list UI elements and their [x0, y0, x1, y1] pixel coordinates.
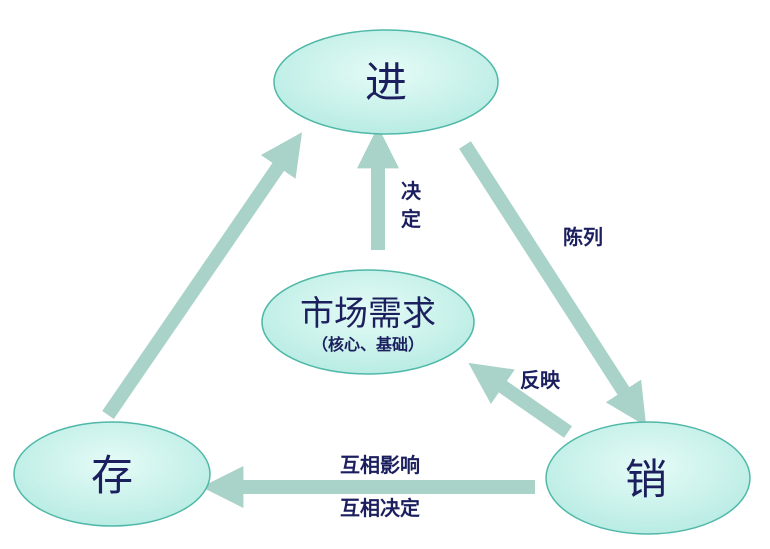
node-sell	[545, 421, 751, 535]
node-in	[273, 29, 499, 135]
node-stock	[13, 421, 211, 527]
label-decide-2: 定	[401, 207, 421, 231]
node-demand-label: 市场需求	[300, 294, 436, 334]
label-decide-1: 决	[401, 179, 422, 203]
node-stock-label: 存	[91, 451, 133, 500]
arrow-stock-to-in	[102, 132, 303, 419]
label-display: 陈列	[563, 225, 603, 249]
node-demand-sublabel: （核心、基础）	[312, 335, 424, 354]
node-demand	[261, 269, 475, 375]
label-reflect: 反映	[520, 368, 561, 392]
label-mutual-influence: 互相影响	[340, 453, 420, 477]
label-mutual-decide: 互相决定	[340, 496, 420, 520]
arrow-sell-to-demand	[468, 362, 572, 438]
arrow-in-to-sell	[459, 141, 647, 427]
node-in-label: 进	[365, 58, 407, 107]
node-sell-label: 销	[625, 455, 667, 504]
